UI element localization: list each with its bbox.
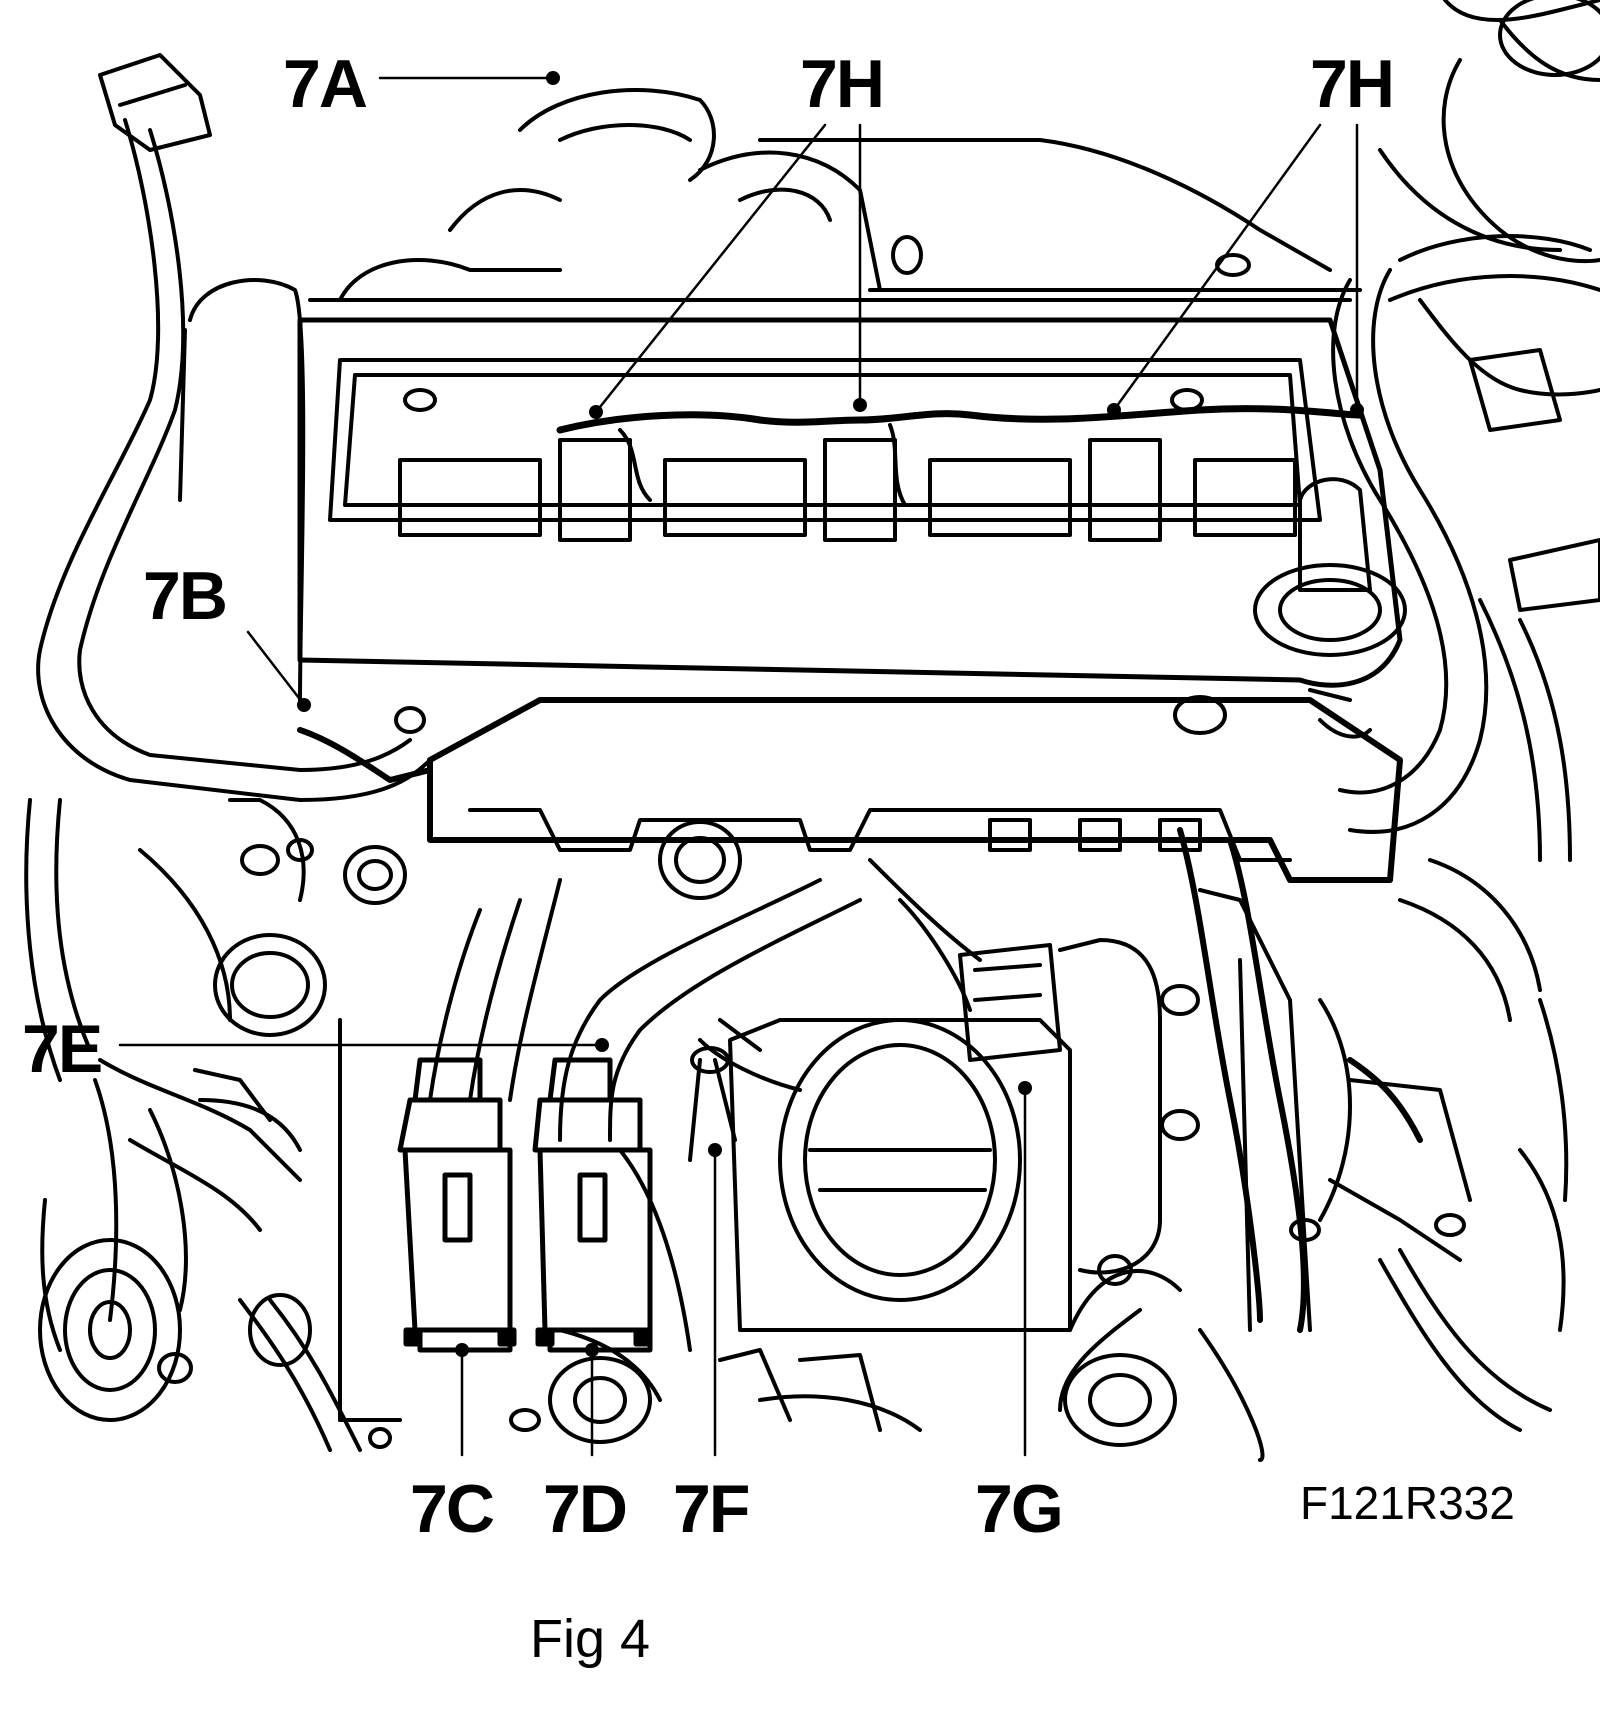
- valve-cover: [297, 317, 1407, 739]
- engine-bay-outline: [24, 0, 1600, 1452]
- throttle-body: [240, 697, 1569, 1462]
- vacuum-hoses: [338, 858, 1142, 1449]
- figure-caption: Fig 4: [530, 1609, 651, 1669]
- callout-7d: 7D: [543, 1471, 628, 1547]
- callout-7a: 7A: [283, 46, 368, 122]
- wiring-harness: [297, 727, 1423, 1333]
- leader-lines: [118, 71, 1364, 1457]
- callout-7f: 7F: [673, 1471, 750, 1547]
- callout-7c: 7C: [410, 1471, 495, 1547]
- callout-7g: 7G: [975, 1471, 1064, 1547]
- figure-reference-code: F121R332: [1300, 1477, 1515, 1529]
- coolant-hose-right: [1331, 234, 1600, 862]
- callout-7h-right: 7H: [1310, 46, 1395, 122]
- callout-7e: 7E: [22, 1011, 103, 1087]
- callout-7b: 7B: [143, 558, 228, 634]
- connectors-7c-7d: [397, 1057, 653, 1353]
- callout-7h-left: 7H: [800, 46, 885, 122]
